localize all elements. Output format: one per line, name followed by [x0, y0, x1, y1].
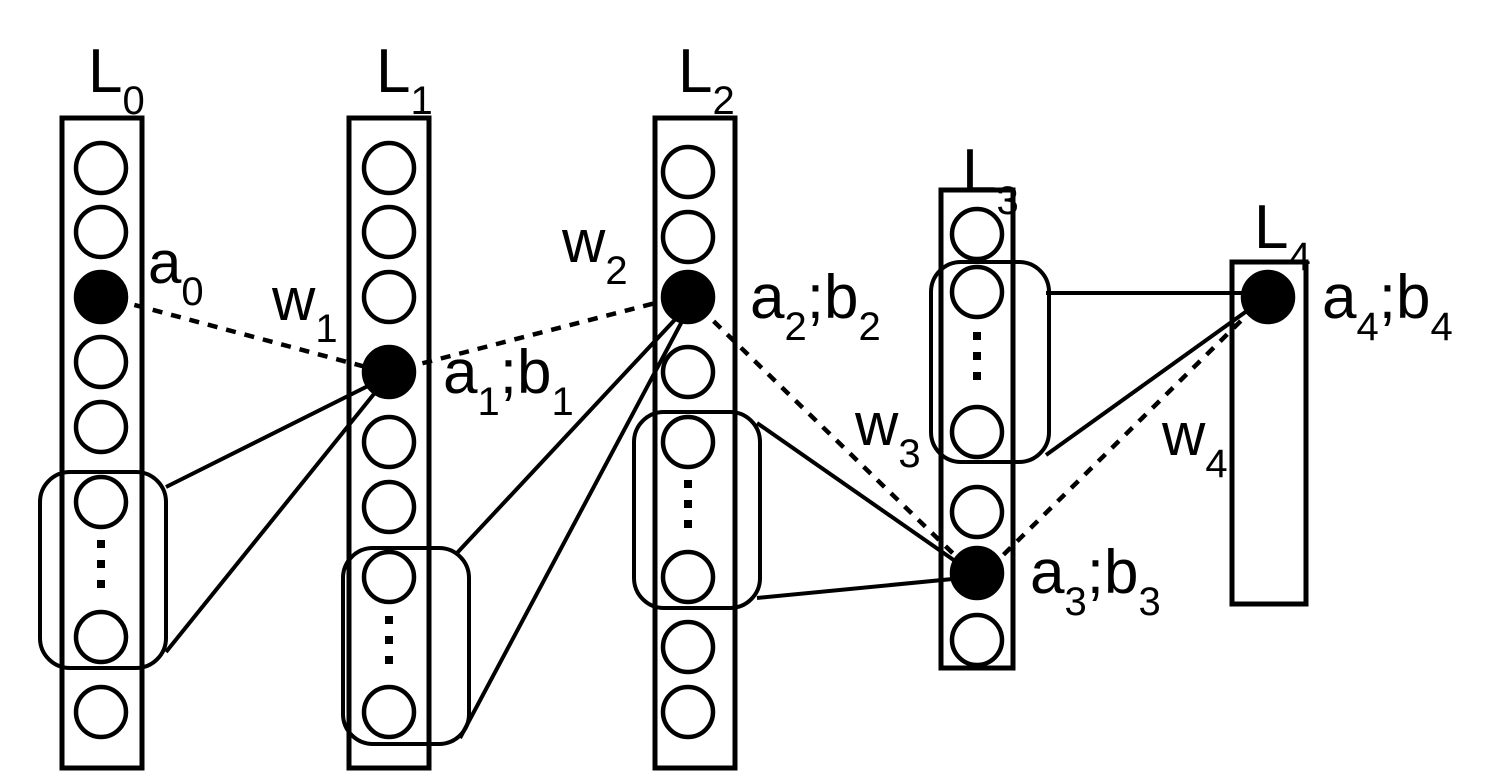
layer-box-L0 [59, 115, 145, 771]
layer-label-subscript-L3: 3 [996, 179, 1018, 223]
layer-label-base-L4: L [1254, 193, 1288, 262]
layer-label-base-L3: L [962, 137, 996, 206]
edge-solid-L3-group-bottom-to-L4-filled [1044, 301, 1260, 457]
neuron-L0-3 [73, 334, 129, 390]
neuron-L4-0-active [1240, 269, 1296, 325]
neuron-L3-0 [949, 206, 1005, 262]
weight-label-w1: w1 [271, 266, 338, 351]
neuron-L2-7 [660, 684, 716, 740]
activation-bias-label-L1: a1;b1 [443, 338, 574, 424]
edge-dashed-L1-filled-to-L2-filled [403, 295, 676, 371]
neuron-L2-0 [660, 144, 716, 200]
layer-label-L0: L0 [88, 37, 145, 123]
neuron-L0-2-active [73, 269, 129, 325]
neuron-L2-3 [660, 344, 716, 400]
layer-label-base-L0: L [88, 37, 122, 106]
neuron-L0-5 [73, 474, 129, 530]
neuron-group-bracket-L2 [632, 410, 762, 610]
neuron-L1-6 [361, 549, 417, 605]
neuron-L2-5 [660, 549, 716, 605]
edge-solid-L1-group-top-to-L2-filled [455, 309, 685, 555]
neuron-L1-4 [361, 414, 417, 470]
neuron-L1-3-active [361, 344, 417, 400]
layer-label-L1: L1 [376, 37, 433, 123]
neuron-L1-0 [361, 140, 417, 196]
edge-dashed-L0-filled-to-L1-filled [115, 297, 378, 373]
edge-solid-L2-group-top-to-L3-filled [755, 421, 970, 572]
layer-box-L4 [1229, 259, 1309, 607]
dashed-edges-group [115, 295, 1259, 570]
layer-L3 [929, 187, 1051, 671]
layer-label-L2: L2 [678, 37, 735, 123]
layers-group [38, 115, 1309, 771]
layer-label-L3: L3 [962, 137, 1019, 223]
layer-label-subscript-L0: 0 [122, 79, 144, 123]
neuron-L2-2-active [660, 269, 716, 325]
activation-bias-label-L2: a2;b2 [750, 263, 881, 349]
edge-solid-L0-group-top-to-L1-filled [165, 378, 381, 489]
neuron-L3-5 [949, 612, 1005, 668]
neuron-L0-1 [73, 204, 129, 260]
layer-box-L2 [652, 115, 738, 771]
neuron-L3-2 [949, 404, 1005, 460]
layer-L0 [38, 115, 168, 771]
layer-label-subscript-L1: 1 [410, 79, 432, 123]
weight-label-w3: w3 [854, 391, 921, 476]
weight-label-w4: w4 [1161, 401, 1228, 486]
activation-bias-label-L4: a4;b4 [1322, 263, 1453, 349]
neuron-group-bracket-L1 [341, 546, 471, 746]
neuron-L3-4-active [949, 545, 1005, 601]
activation-label-a0: a0 [148, 229, 204, 314]
neuron-L3-1 [949, 264, 1005, 320]
neuron-L1-7 [361, 684, 417, 740]
neuron-L3-3 [949, 484, 1005, 540]
edge-dashed-L2-filled-to-L3-filled [698, 306, 970, 570]
neuron-L1-5 [361, 479, 417, 535]
layer-label-subscript-L4: 4 [1288, 235, 1310, 279]
edge-solid-L2-group-bottom-to-L3-filled [756, 576, 964, 600]
layer-label-L4: L4 [1254, 193, 1311, 279]
layer-box-L1 [346, 115, 432, 771]
edge-dashed-L3-filled-to-L4-filled [988, 303, 1259, 570]
neuron-L2-6 [660, 619, 716, 675]
layer-label-base-L1: L [376, 37, 410, 106]
neuron-L0-7 [73, 684, 129, 740]
layer-box-L3 [938, 187, 1016, 671]
neuron-group-bracket-L3 [929, 260, 1051, 464]
neuron-L2-4 [660, 414, 716, 470]
neuron-L2-1 [660, 209, 716, 265]
solid-edges-group [164, 291, 1260, 739]
layer-label-subscript-L2: 2 [712, 79, 734, 123]
neuron-L1-2 [361, 269, 417, 325]
neuron-L0-0 [73, 140, 129, 196]
layer-L2 [632, 115, 762, 771]
edge-solid-L1-group-bottom-to-L2-filled [458, 311, 689, 739]
weight-label-w2: w2 [561, 208, 628, 293]
layer-label-base-L2: L [678, 37, 712, 106]
neuron-L1-1 [361, 204, 417, 260]
neuron-L0-4 [73, 399, 129, 455]
activation-bias-label-L3: a3;b3 [1030, 538, 1161, 624]
neuron-L0-6 [73, 609, 129, 665]
neuron-group-bracket-L0 [38, 470, 168, 670]
edge-solid-L0-group-bottom-to-L1-filled [164, 382, 384, 654]
layer-L4 [1229, 259, 1309, 607]
layer-L1 [341, 115, 471, 771]
